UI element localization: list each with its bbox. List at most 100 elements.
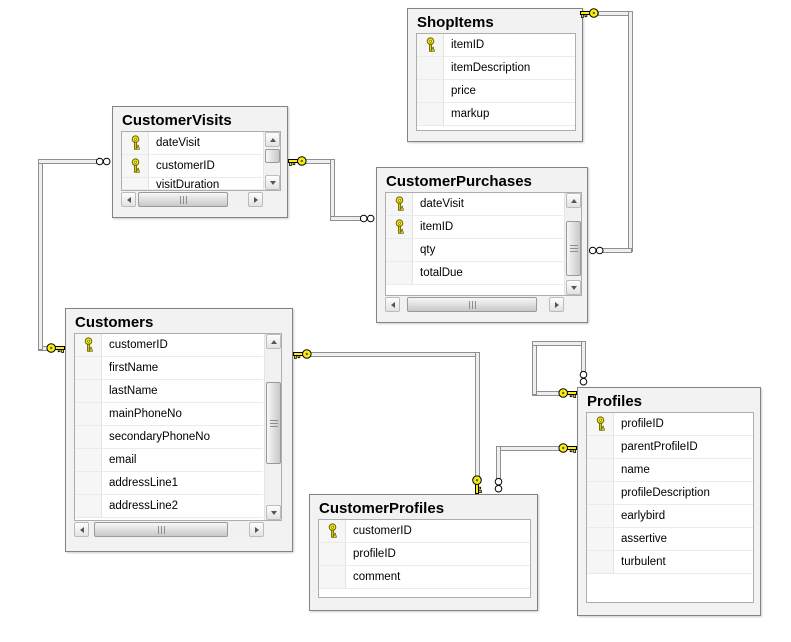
column-row-secondaryphoneno[interactable]: secondaryPhoneNo bbox=[75, 426, 263, 449]
column-row-assertive[interactable]: assertive bbox=[587, 528, 753, 551]
horizontal-scrollbar[interactable] bbox=[74, 521, 264, 538]
column-row-firstname[interactable]: firstName bbox=[75, 357, 263, 380]
column-row-profiledescription[interactable]: profileDescription bbox=[587, 482, 753, 505]
relationship-line[interactable] bbox=[628, 11, 633, 252]
key-icon[interactable] bbox=[471, 475, 484, 494]
scroll-down-button[interactable] bbox=[266, 505, 281, 520]
table-title[interactable]: Profiles bbox=[587, 393, 643, 410]
column-row-totaldue[interactable]: totalDue bbox=[386, 262, 563, 285]
table-title[interactable]: CustomerVisits bbox=[122, 112, 232, 129]
infinity-icon[interactable] bbox=[95, 157, 112, 166]
column-row-price[interactable]: price bbox=[417, 80, 575, 103]
column-row-qty[interactable]: qty bbox=[386, 239, 563, 262]
vertical-scroll-thumb[interactable] bbox=[266, 382, 281, 464]
horizontal-scroll-thumb[interactable] bbox=[94, 522, 228, 537]
relationship-line[interactable] bbox=[38, 159, 43, 350]
horizontal-scrollbar[interactable] bbox=[385, 296, 564, 313]
vertical-scrollbar[interactable] bbox=[263, 132, 280, 190]
table-title[interactable]: CustomerPurchases bbox=[386, 173, 532, 190]
table-title[interactable]: CustomerProfiles bbox=[319, 500, 445, 517]
relationship-line[interactable] bbox=[496, 446, 501, 481]
column-row-itemdescription[interactable]: itemDescription bbox=[417, 57, 575, 80]
vertical-scrollbar[interactable] bbox=[564, 193, 581, 295]
scroll-up-button[interactable] bbox=[566, 193, 581, 208]
row-selector-cell bbox=[417, 103, 444, 125]
relationship-line[interactable] bbox=[532, 341, 585, 346]
relationship-line[interactable] bbox=[598, 11, 632, 16]
key-icon[interactable] bbox=[46, 342, 65, 355]
vertical-scroll-thumb[interactable] bbox=[265, 149, 280, 163]
column-row-profileid[interactable]: profileID bbox=[319, 543, 530, 566]
column-row-markup[interactable]: markup bbox=[417, 103, 575, 126]
key-icon[interactable] bbox=[293, 348, 312, 361]
column-name: addressLine1 bbox=[109, 477, 179, 489]
column-row-profileid[interactable]: profileID bbox=[587, 413, 753, 436]
key-icon[interactable] bbox=[580, 7, 599, 20]
key-icon[interactable] bbox=[288, 155, 307, 168]
relationship-line[interactable] bbox=[532, 341, 537, 395]
column-row-email[interactable]: email bbox=[75, 449, 263, 472]
infinity-icon[interactable] bbox=[359, 214, 376, 223]
column-row-addressline2[interactable]: addressLine2 bbox=[75, 495, 263, 518]
column-row-itemid[interactable]: itemID bbox=[417, 34, 575, 57]
horizontal-scroll-thumb[interactable] bbox=[407, 297, 537, 312]
scroll-left-button[interactable] bbox=[121, 192, 136, 207]
column-row-itemid[interactable]: itemID bbox=[386, 216, 563, 239]
table-title[interactable]: ShopItems bbox=[417, 14, 494, 31]
primary-key-icon bbox=[587, 413, 614, 435]
column-row-customerid[interactable]: customerID bbox=[319, 520, 530, 543]
table-title[interactable]: Customers bbox=[75, 314, 154, 331]
column-row-customerid[interactable]: customerID bbox=[75, 334, 263, 357]
key-icon[interactable] bbox=[558, 442, 577, 455]
column-row-customerid[interactable]: customerID bbox=[122, 155, 262, 178]
scroll-right-button[interactable] bbox=[249, 522, 264, 537]
relationship-line[interactable] bbox=[38, 159, 98, 164]
column-row-visitduration[interactable]: visitDuration bbox=[122, 178, 262, 190]
scroll-up-button[interactable] bbox=[266, 334, 281, 349]
column-row-lastname[interactable]: lastName bbox=[75, 380, 263, 403]
relationship-line[interactable] bbox=[602, 248, 632, 253]
horizontal-scroll-thumb[interactable] bbox=[138, 192, 228, 207]
column-row-turbulent[interactable]: turbulent bbox=[587, 551, 753, 574]
relationship-line[interactable] bbox=[475, 352, 480, 479]
scroll-right-button[interactable] bbox=[248, 192, 263, 207]
relationship-line[interactable] bbox=[496, 446, 562, 451]
column-row-datevisit[interactable]: dateVisit bbox=[386, 193, 563, 216]
scroll-left-button[interactable] bbox=[74, 522, 89, 537]
row-selector-cell bbox=[417, 80, 444, 102]
scroll-up-button[interactable] bbox=[265, 132, 280, 147]
relationship-line[interactable] bbox=[308, 352, 479, 357]
relationship-line[interactable] bbox=[330, 216, 362, 221]
row-selector-cell bbox=[587, 482, 614, 504]
column-row-earlybird[interactable]: earlybird bbox=[587, 505, 753, 528]
column-row-comment[interactable]: comment bbox=[319, 566, 530, 589]
row-selector-cell bbox=[319, 543, 346, 565]
up-arrow-icon bbox=[570, 198, 577, 203]
scroll-right-button[interactable] bbox=[549, 297, 564, 312]
column-row-name[interactable]: name bbox=[587, 459, 753, 482]
scroll-left-button[interactable] bbox=[385, 297, 400, 312]
horizontal-scrollbar[interactable] bbox=[121, 191, 263, 208]
vertical-scroll-thumb[interactable] bbox=[566, 221, 581, 276]
column-row-parentprofileid[interactable]: parentProfileID bbox=[587, 436, 753, 459]
scroll-down-button[interactable] bbox=[265, 175, 280, 190]
infinity-icon[interactable] bbox=[588, 246, 605, 255]
column-row-addressline1[interactable]: addressLine1 bbox=[75, 472, 263, 495]
key-icon[interactable] bbox=[558, 387, 577, 400]
column-row-mainphoneno[interactable]: mainPhoneNo bbox=[75, 403, 263, 426]
relationship-line[interactable] bbox=[330, 159, 335, 220]
infinity-icon[interactable] bbox=[494, 477, 503, 494]
column-row-datevisit[interactable]: dateVisit bbox=[122, 132, 262, 155]
scroll-down-button[interactable] bbox=[566, 280, 581, 295]
infinity-icon[interactable] bbox=[579, 370, 588, 387]
vertical-scrollbar[interactable] bbox=[264, 334, 281, 520]
